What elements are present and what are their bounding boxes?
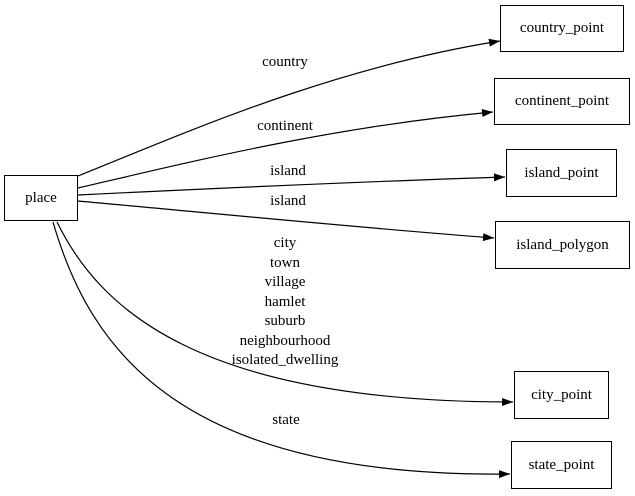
edge-label-city-group: city town village hamlet suburb neighbou…	[231, 235, 339, 368]
edge-place-city-point	[56, 221, 514, 406]
node-state-point[interactable]: state_point	[511, 441, 612, 489]
node-country-point[interactable]: country_point	[500, 5, 624, 52]
edge-label-continent: continent	[257, 118, 313, 134]
node-island-point[interactable]: island_point	[506, 149, 617, 197]
node-island-polygon[interactable]: island_polygon	[495, 221, 630, 269]
edge-label-country: country	[262, 54, 308, 70]
edge-label-state: state	[272, 412, 300, 428]
edge-place-country-point	[77, 38, 501, 177]
node-continent-point[interactable]: continent_point	[494, 78, 630, 125]
edge-label-island-polygon: island	[270, 193, 306, 209]
edge-place-island-point	[77, 173, 506, 196]
edge-place-state-point	[52, 221, 511, 479]
edge-label-island-point: island	[270, 163, 306, 179]
node-place[interactable]: place	[4, 175, 78, 221]
node-city-point[interactable]: city_point	[514, 371, 609, 419]
edge-place-continent-point	[77, 109, 494, 189]
edge-place-island-polygon	[77, 200, 495, 242]
